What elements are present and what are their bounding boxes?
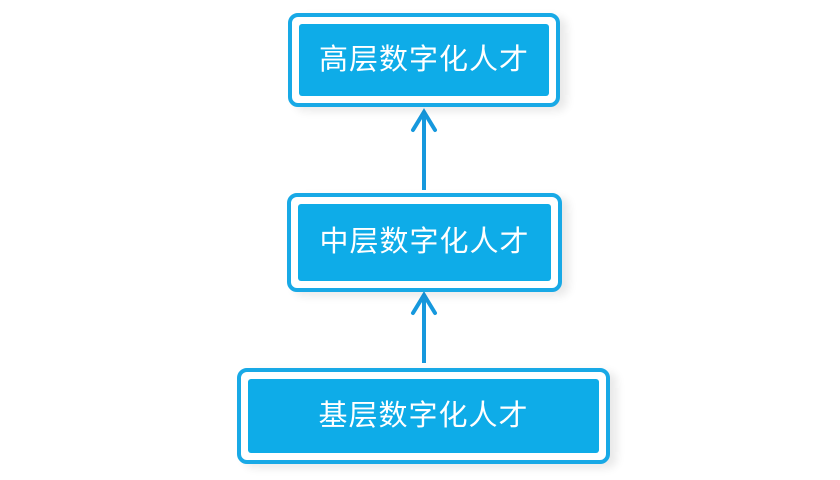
node-base-level-label: 基层数字化人才 xyxy=(318,399,529,432)
arrow-bottom-to-middle xyxy=(411,291,437,363)
node-middle-level-talent: 中层数字化人才 xyxy=(287,193,562,292)
node-high-level-talent: 高层数字化人才 xyxy=(288,13,560,107)
node-middle-level-label: 中层数字化人才 xyxy=(319,226,530,258)
node-middle-level-fill: 中层数字化人才 xyxy=(298,204,551,281)
node-high-level-label: 高层数字化人才 xyxy=(318,43,529,76)
node-high-level-fill: 高层数字化人才 xyxy=(299,24,549,96)
arrow-middle-to-top xyxy=(411,108,437,190)
node-base-level-fill: 基层数字化人才 xyxy=(248,379,599,453)
node-base-level-talent: 基层数字化人才 xyxy=(237,368,610,464)
